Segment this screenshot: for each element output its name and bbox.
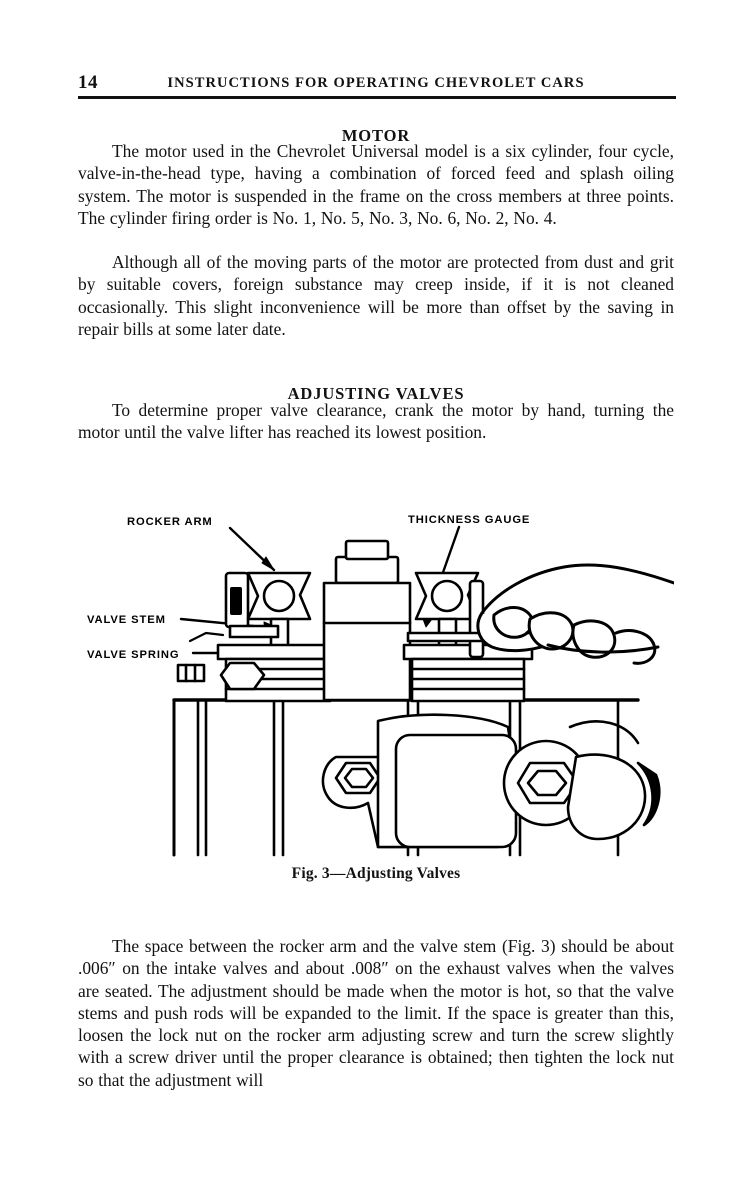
motor-paragraph-2: Although all of the moving parts of the … [78, 252, 674, 339]
adjusting-valves-paragraph: To determine proper valve clearance, cra… [78, 400, 674, 443]
mechanic-hand [476, 563, 674, 665]
closing-paragraph: The space between the rocker arm and the… [78, 936, 674, 1090]
callout-label-valve-spring: VALVE SPRING [87, 649, 179, 661]
engine-valve-illustration: ROCKER ARM THICKNESS GAUGE VALVE STEM VA… [87, 514, 674, 857]
left-valve-assembly [216, 571, 338, 703]
callout-arrowhead-rocker-arm [261, 556, 275, 571]
valve-spring-hook-line [188, 631, 225, 643]
figure-adjusting-valves: ROCKER ARM THICKNESS GAUGE VALVE STEM VA… [78, 495, 674, 895]
section-heading-adjusting-valves: ADJUSTING VALVES [287, 383, 465, 403]
right-valve-assembly [402, 571, 534, 703]
running-head: 14 INSTRUCTIONS FOR OPERATING CHEVROLET … [78, 72, 674, 96]
section-heading-motor: MOTOR [341, 125, 411, 145]
header-rule [78, 96, 676, 99]
callout-label-rocker-arm: ROCKER ARM [127, 516, 213, 528]
page-number: 14 [78, 72, 98, 93]
callout-label-thickness-gauge: THICKNESS GAUGE [408, 514, 530, 526]
running-head-title: INSTRUCTIONS FOR OPERATING CHEVROLET CAR… [167, 75, 585, 91]
center-cylinder-tower [322, 539, 412, 702]
right-valve-spring [410, 657, 526, 703]
figure-caption: Fig. 3—Adjusting Valves [291, 865, 461, 882]
left-bracket-detail [176, 663, 206, 683]
lower-manifold-assembly [321, 713, 661, 849]
callout-label-valve-stem: VALVE STEM [87, 614, 166, 626]
motor-paragraph-1: The motor used in the Chevrolet Universa… [78, 141, 674, 228]
